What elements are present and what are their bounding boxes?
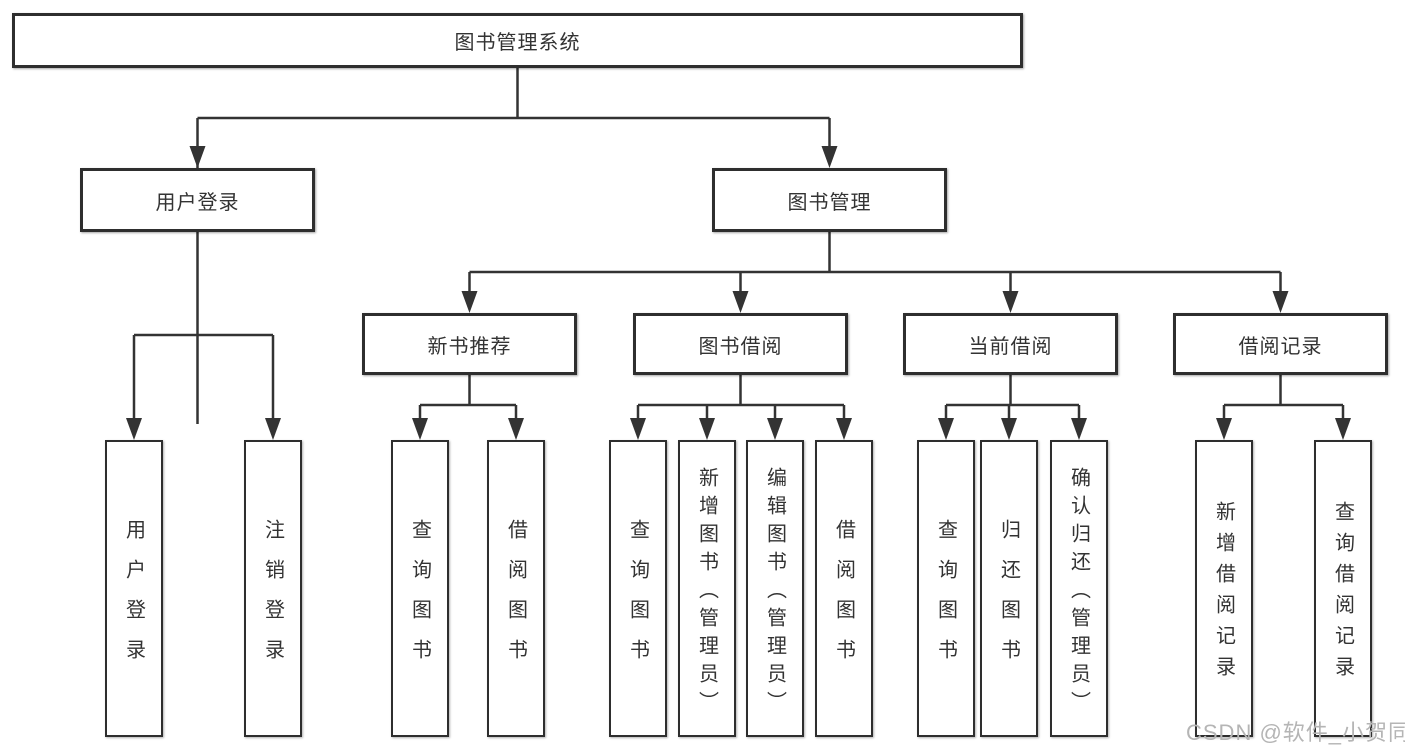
connector-lines <box>132 68 1345 424</box>
node-label: 用户登录 <box>155 191 240 214</box>
leaf-query-books-current: 查询图书 <box>917 440 975 737</box>
leaf-label: 查询借阅记录 <box>1331 501 1354 687</box>
node-user-login: 用户登录 <box>80 168 315 232</box>
leaf-label: 新增图书（管理员） <box>695 466 718 719</box>
leaf-confirm-return-admin: 确认归还（管理员） <box>1050 440 1108 737</box>
leaf-user-login: 用户登录 <box>105 440 163 737</box>
node-label: 图书管理系统 <box>454 32 581 54</box>
leaf-query-books-borrowing: 查询图书 <box>609 440 667 737</box>
leaf-label: 归还图书 <box>997 518 1020 679</box>
watermark-text: CSDN @软件_小贺同学 <box>1186 720 1405 745</box>
leaf-label: 编辑图书（管理员） <box>763 466 786 719</box>
leaf-label: 确认归还（管理员） <box>1067 466 1090 719</box>
leaf-label: 注销登录 <box>261 518 284 679</box>
leaf-label: 查询图书 <box>408 518 431 679</box>
leaf-label: 查询图书 <box>934 518 957 679</box>
leaf-add-books-admin: 新增图书（管理员） <box>678 440 736 737</box>
leaf-query-books-recommend: 查询图书 <box>391 440 449 737</box>
leaf-label: 借阅图书 <box>832 518 855 679</box>
leaf-label: 借阅图书 <box>504 518 527 679</box>
node-label: 图书借阅 <box>698 335 783 358</box>
leaf-add-borrow-record: 新增借阅记录 <box>1195 440 1253 737</box>
leaf-logout: 注销登录 <box>244 440 302 737</box>
node-library-management-system: 图书管理系统 <box>12 13 1023 68</box>
node-label: 新书推荐 <box>427 335 512 358</box>
leaf-label: 用户登录 <box>122 518 145 679</box>
leaf-edit-books-admin: 编辑图书（管理员） <box>746 440 804 737</box>
node-new-book-recommendation: 新书推荐 <box>362 313 577 375</box>
leaf-label: 查询图书 <box>626 518 649 679</box>
node-current-borrowing: 当前借阅 <box>903 313 1118 375</box>
node-borrowing-records: 借阅记录 <box>1173 313 1388 375</box>
leaf-borrow-books-borrowing: 借阅图书 <box>815 440 873 737</box>
node-book-borrowing: 图书借阅 <box>633 313 848 375</box>
leaf-label: 新增借阅记录 <box>1212 501 1235 687</box>
node-label: 图书管理 <box>787 191 872 214</box>
node-label: 借阅记录 <box>1238 335 1323 358</box>
leaf-return-books: 归还图书 <box>980 440 1038 737</box>
arrowheads <box>126 146 1351 440</box>
node-label: 当前借阅 <box>968 335 1053 358</box>
leaf-query-borrow-record: 查询借阅记录 <box>1314 440 1372 737</box>
node-book-management: 图书管理 <box>712 168 947 232</box>
leaf-borrow-books-recommend: 借阅图书 <box>487 440 545 737</box>
